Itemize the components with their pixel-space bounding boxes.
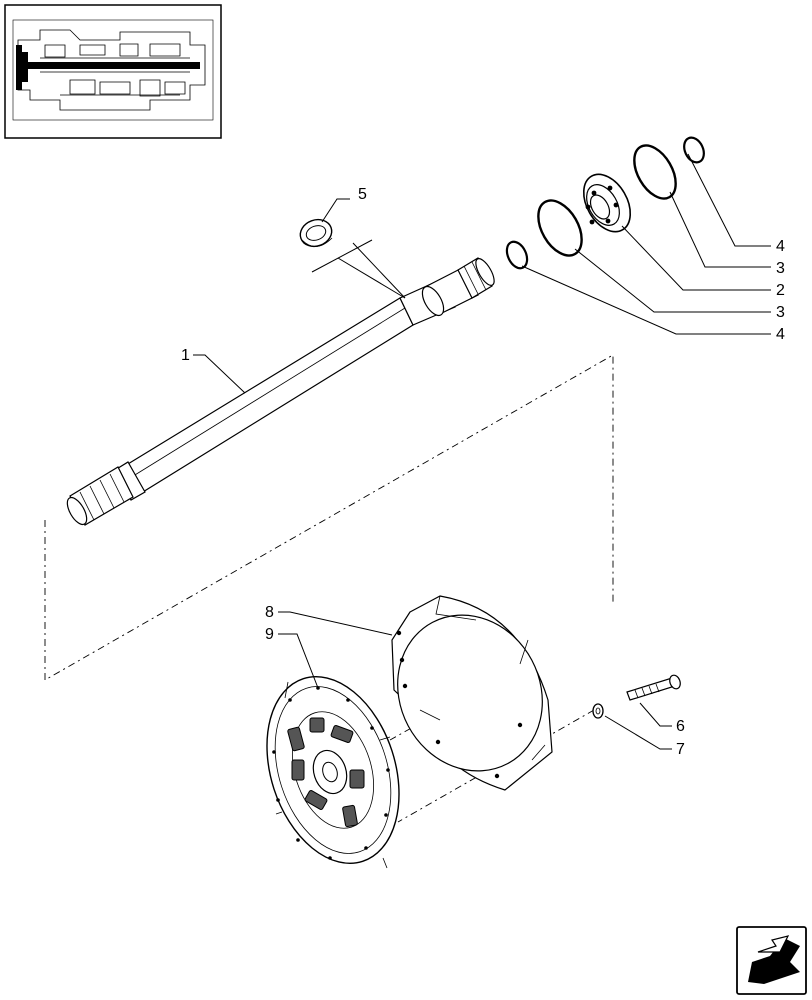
transmission-section-thumbnail[interactable] [4,4,222,139]
ball-bearing [582,173,632,233]
callout-8: 8 [265,604,274,621]
flywheel-ring [391,595,553,791]
snap-ring-outer [683,136,705,164]
callout-9: 9 [265,626,274,643]
callout-4-outer: 4 [776,238,785,255]
callout-7: 7 [676,741,685,758]
leader-lines [193,153,771,750]
next-page-arrow-icon[interactable] [736,926,807,995]
clutch-damper-disc [266,676,400,869]
callout-3-inner: 3 [776,304,785,321]
main-shaft [66,257,495,526]
seal-ring [299,218,333,248]
circlip-inner [537,199,583,257]
callout-3-outer: 3 [776,260,785,277]
callout-6: 6 [676,718,685,735]
callout-2: 2 [776,282,785,299]
callout-5: 5 [358,186,367,203]
circlip-outer [633,144,677,200]
snap-ring-inner [505,240,529,270]
bolt [626,674,681,701]
callout-labels: 5 1 4 3 2 3 4 8 9 6 7 [181,186,785,758]
callout-1: 1 [181,347,190,364]
callout-4-inner: 4 [776,326,785,343]
washer [592,703,604,719]
